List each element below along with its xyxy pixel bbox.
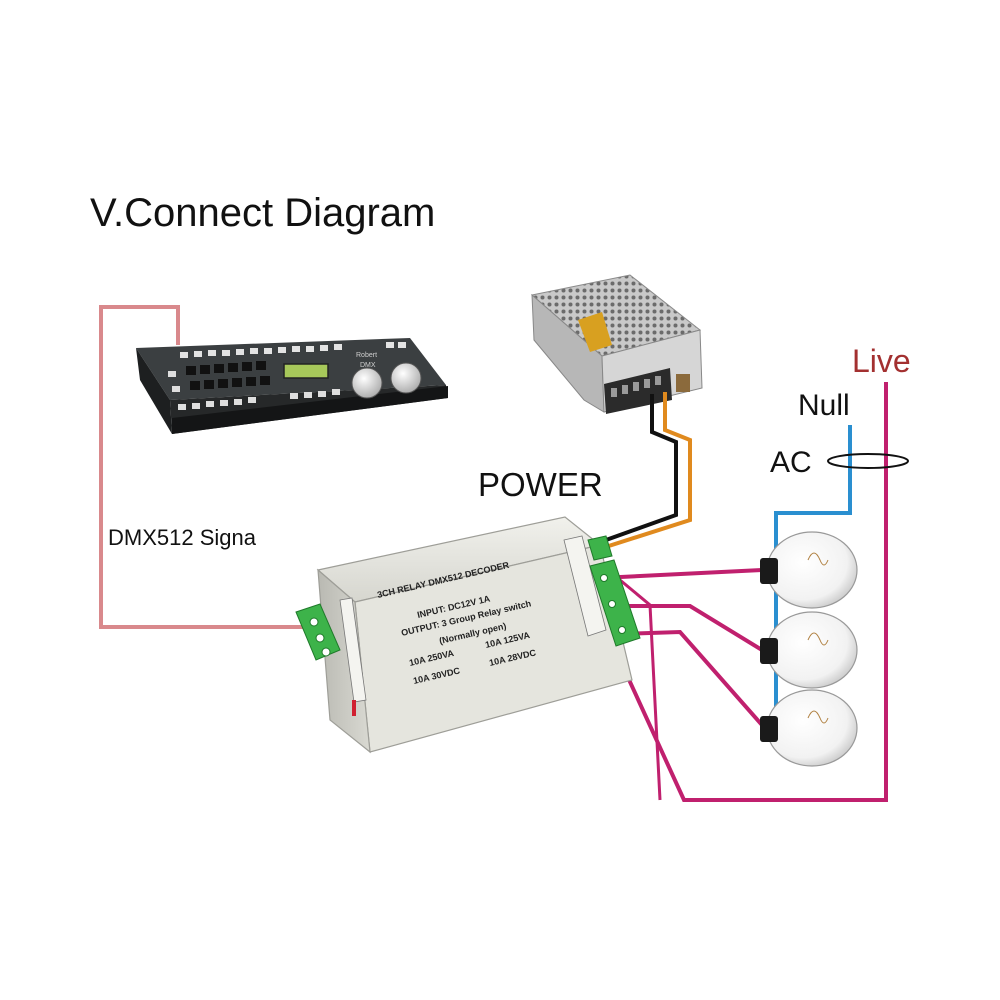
power-wire-positive — [589, 392, 692, 554]
null-label: Null — [798, 389, 850, 422]
diagram-title: V.Connect Diagram — [90, 191, 435, 235]
power-supply — [530, 274, 703, 414]
relay-output-wire-1 — [599, 568, 763, 580]
bulb-1 — [760, 531, 858, 609]
power-input-connector — [587, 535, 613, 561]
dmx-input-connector — [295, 603, 341, 661]
bulb-3 — [760, 689, 858, 767]
power-wire-negative — [591, 394, 678, 547]
power-label: POWER — [478, 466, 603, 503]
controller-lcd — [283, 363, 329, 379]
bulb-2 — [760, 611, 858, 689]
live-wire — [618, 382, 888, 802]
controller-model: DMX — [360, 362, 376, 369]
ac-label: AC — [770, 446, 812, 479]
relay-output-connector — [589, 559, 641, 647]
null-wire — [774, 425, 852, 735]
dmx-signal-label: DMX512 Signa — [108, 525, 257, 550]
dmx-signal-wire — [99, 305, 310, 629]
live-label: Live — [852, 343, 911, 379]
relay-output-wire-3 — [619, 629, 764, 727]
ac-ring — [827, 453, 909, 469]
controller-knob-left — [351, 367, 383, 399]
controller-knob-right — [390, 362, 422, 394]
dmx-controller: Robert DMX — [136, 338, 448, 434]
relay-output-wire-2 — [610, 604, 764, 652]
relay-decoder: 3CH RELAY DMX512 DECODER INPUT: DC12V 1A… — [316, 516, 633, 754]
controller-brand: Robert — [356, 352, 377, 359]
